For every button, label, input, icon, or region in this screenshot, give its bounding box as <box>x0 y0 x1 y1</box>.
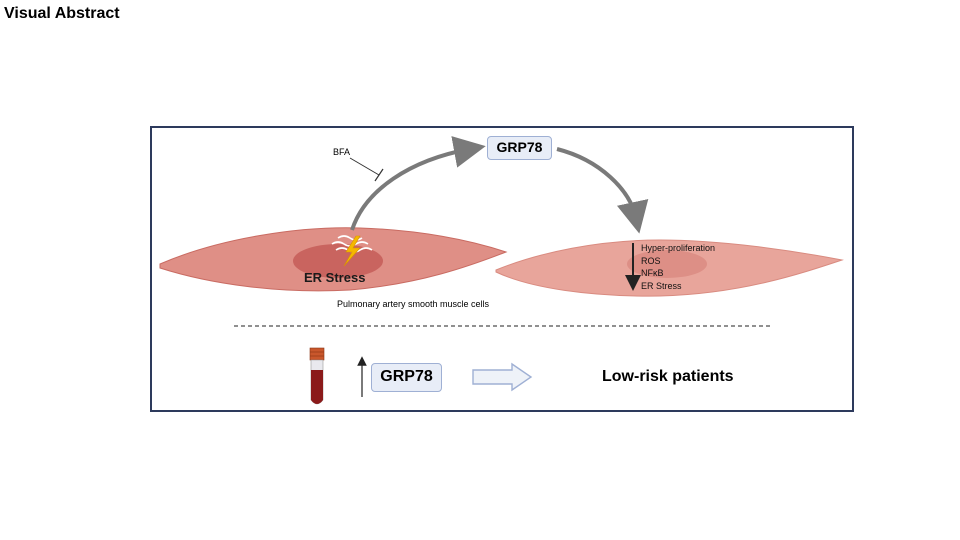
abstract-frame <box>150 126 854 412</box>
left-cell-nucleus <box>293 244 383 278</box>
right-cell <box>495 239 844 297</box>
activation-arrow-right <box>556 147 649 234</box>
right-cell-nucleus <box>627 250 707 278</box>
effect-item: ER Stress <box>641 280 682 291</box>
effect-item: ROS <box>641 255 661 266</box>
lightning-icon <box>343 235 361 267</box>
left-cell <box>159 227 508 292</box>
inhibitor-label: BFA <box>333 147 351 157</box>
left-cell-label: ER Stress <box>304 270 366 285</box>
inhibition-icon <box>349 157 384 182</box>
hollow-right-arrow-icon <box>472 362 533 392</box>
protein-badge: GRP78 <box>487 136 552 160</box>
cell-type-caption: Pulmonary artery smooth muscle cells <box>337 299 490 309</box>
outcome-label: Low-risk patients <box>602 368 734 385</box>
biomarker-badge: GRP78 <box>371 363 442 392</box>
effect-item: NFκB <box>641 268 664 278</box>
page-title: Visual Abstract <box>4 5 120 22</box>
blood-tube-icon <box>309 347 325 405</box>
activation-arrow-left <box>350 136 486 231</box>
effect-item: Hyper-proliferation <box>641 243 716 253</box>
effects-list: Hyper-proliferation ROS NFκB ER Stress <box>641 242 715 292</box>
